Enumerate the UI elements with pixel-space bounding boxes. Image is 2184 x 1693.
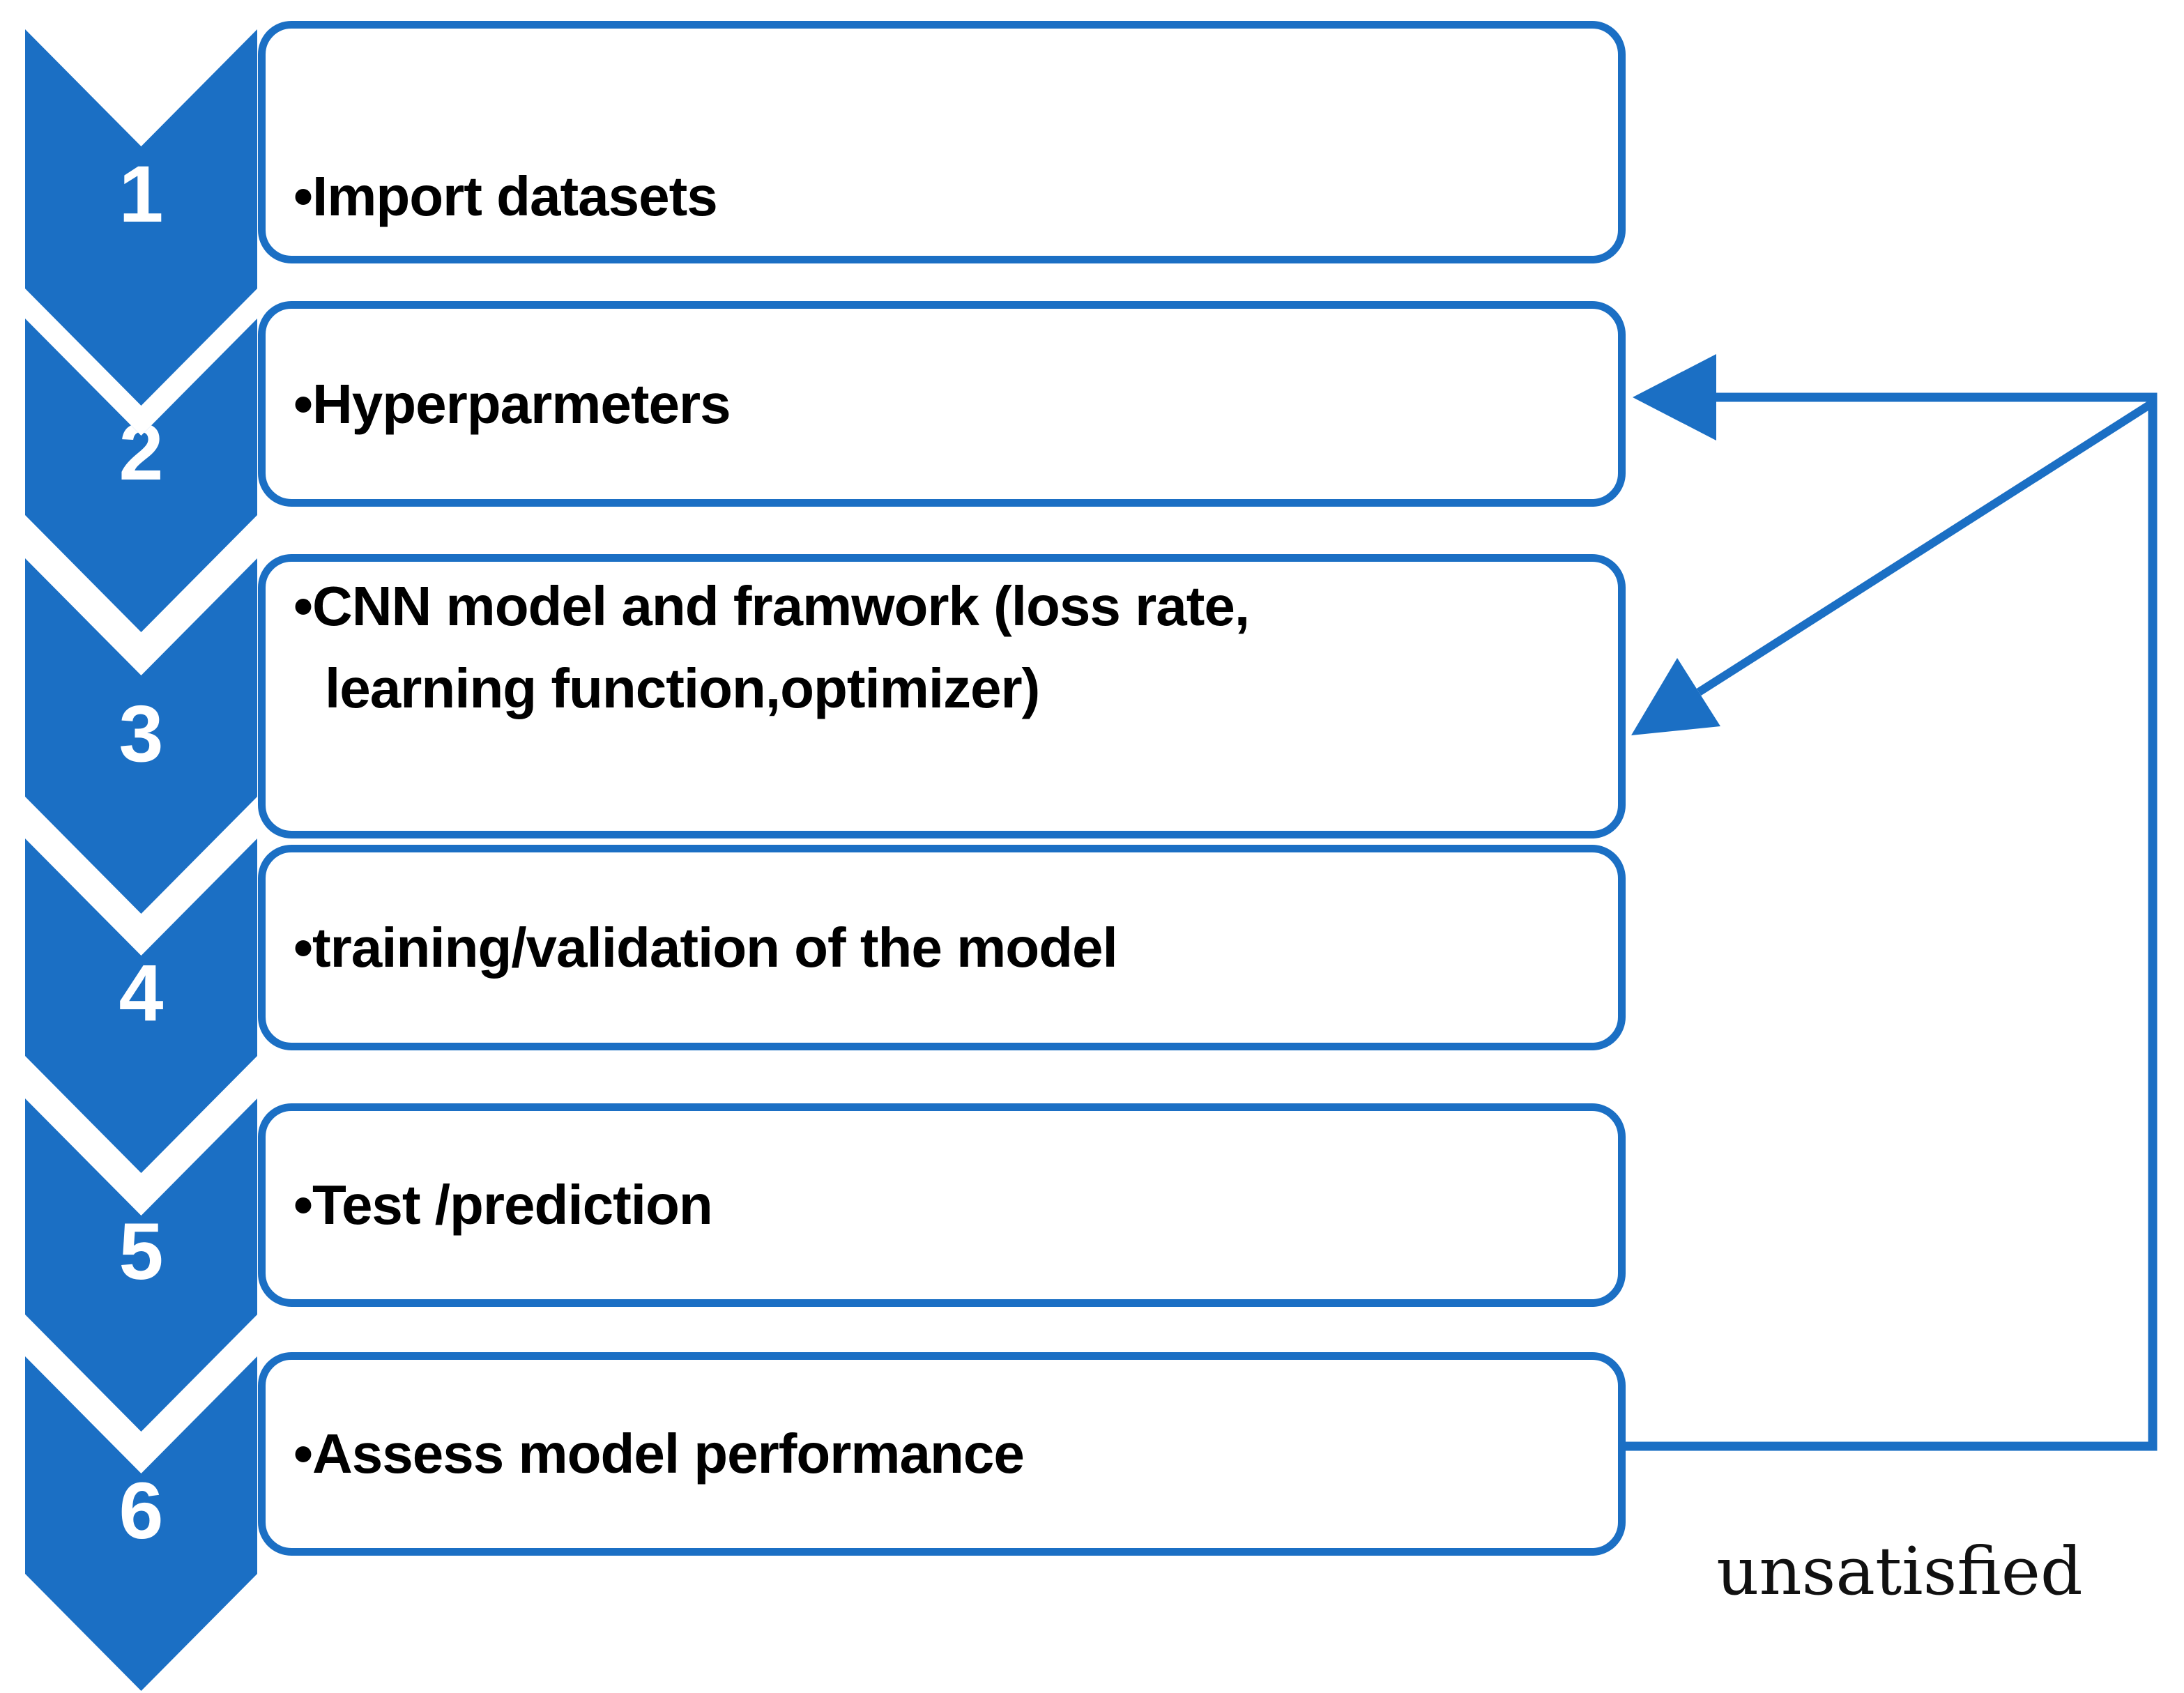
- step-number-4: 4: [119, 949, 164, 1038]
- step-chevron-1: 1: [25, 29, 257, 406]
- step-label-3: •CNN model and framwork (loss rate, lear…: [293, 565, 1250, 730]
- step-label-4-line1: •training/validation of the model: [293, 916, 1118, 979]
- step-label-3-line2: learning function,optimizer): [325, 657, 1040, 719]
- step-label-4: •training/validation of the model: [293, 907, 1118, 989]
- step-label-1: •Import datasets: [293, 155, 718, 238]
- step-number-2: 2: [119, 408, 164, 497]
- step-box-assess-performance: •Assess model performance: [258, 1352, 1626, 1556]
- step-label-2-line1: •Hyperparmeters: [293, 372, 731, 435]
- step-label-2: •Hyperparmeters: [293, 363, 731, 445]
- step-label-5: •Test /prediction: [293, 1164, 713, 1246]
- step-label-3-line1: •CNN model and framwork (loss rate,: [293, 575, 1250, 637]
- step-label-6: •Assess model performance: [293, 1413, 1025, 1495]
- step-label-6-line1: •Assess model performance: [293, 1423, 1025, 1485]
- step-box-training-validation: •training/validation of the model: [258, 845, 1626, 1050]
- step-number-1: 1: [119, 150, 164, 239]
- step-label-5-line1: •Test /prediction: [293, 1174, 713, 1236]
- step-number-5: 5: [119, 1207, 164, 1296]
- step-box-import-datasets: •Import datasets: [258, 21, 1626, 263]
- step-number-6: 6: [119, 1466, 164, 1556]
- arrowhead-to-step2: [1633, 354, 1716, 441]
- step-box-test-prediction: •Test /prediction: [258, 1103, 1626, 1307]
- arrowhead-to-step3: [1631, 658, 1720, 735]
- step-label-1-line1: •Import datasets: [293, 164, 718, 227]
- feedback-line-main: [1622, 392, 2158, 1451]
- feedback-label: unsatisfied: [1716, 1533, 2083, 1610]
- feedback-line-diagonal: [1696, 399, 2155, 696]
- step-number-3: 3: [119, 689, 164, 779]
- step-box-cnn-model: •CNN model and framwork (loss rate, lear…: [258, 554, 1626, 838]
- step-box-hyperparameters: •Hyperparmeters: [258, 301, 1626, 507]
